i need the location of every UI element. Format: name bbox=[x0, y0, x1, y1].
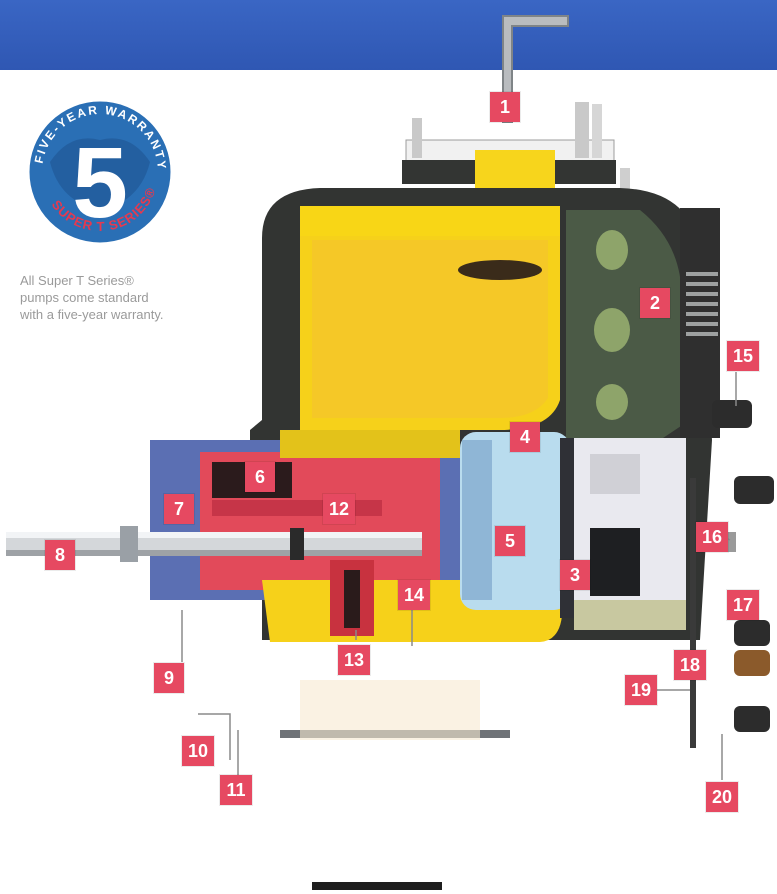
flange-threads bbox=[686, 272, 718, 336]
callout-11: 11 bbox=[220, 775, 252, 805]
callout-7: 7 bbox=[164, 494, 194, 524]
callout-1: 1 bbox=[490, 92, 520, 122]
callout-5: 5 bbox=[495, 526, 525, 556]
callout-14: 14 bbox=[398, 580, 430, 610]
top-banner bbox=[0, 0, 777, 70]
callout-15: 15 bbox=[727, 341, 759, 371]
callout-8: 8 bbox=[45, 540, 75, 570]
caption-line-1: All Super T Series® bbox=[20, 273, 134, 288]
callout-10: 10 bbox=[182, 736, 214, 766]
callout-3: 3 bbox=[560, 560, 590, 590]
callout-4: 4 bbox=[510, 422, 540, 452]
wear-ring bbox=[560, 438, 574, 618]
caption-line-2: pumps come standard bbox=[20, 290, 149, 305]
caption-line-3: with a five-year warranty. bbox=[20, 307, 164, 322]
callout-18: 18 bbox=[674, 650, 706, 680]
callout-17: 17 bbox=[727, 590, 759, 620]
warranty-caption: All Super T Series® pumps come standard … bbox=[20, 272, 220, 323]
callout-13: 13 bbox=[338, 645, 370, 675]
fill-cover-yellow bbox=[475, 150, 555, 190]
callout-16: 16 bbox=[696, 522, 728, 552]
callout-2: 2 bbox=[640, 288, 670, 318]
badge-numeral: 5 bbox=[72, 127, 128, 239]
callout-20: 20 bbox=[706, 782, 738, 812]
callout-12: 12 bbox=[323, 494, 355, 524]
callout-6: 6 bbox=[245, 462, 275, 492]
callout-19: 19 bbox=[625, 675, 657, 705]
warranty-badge: FIVE-YEAR WARRANTY 5 SUPER T SERIES® bbox=[20, 92, 180, 252]
callout-9: 9 bbox=[154, 663, 184, 693]
